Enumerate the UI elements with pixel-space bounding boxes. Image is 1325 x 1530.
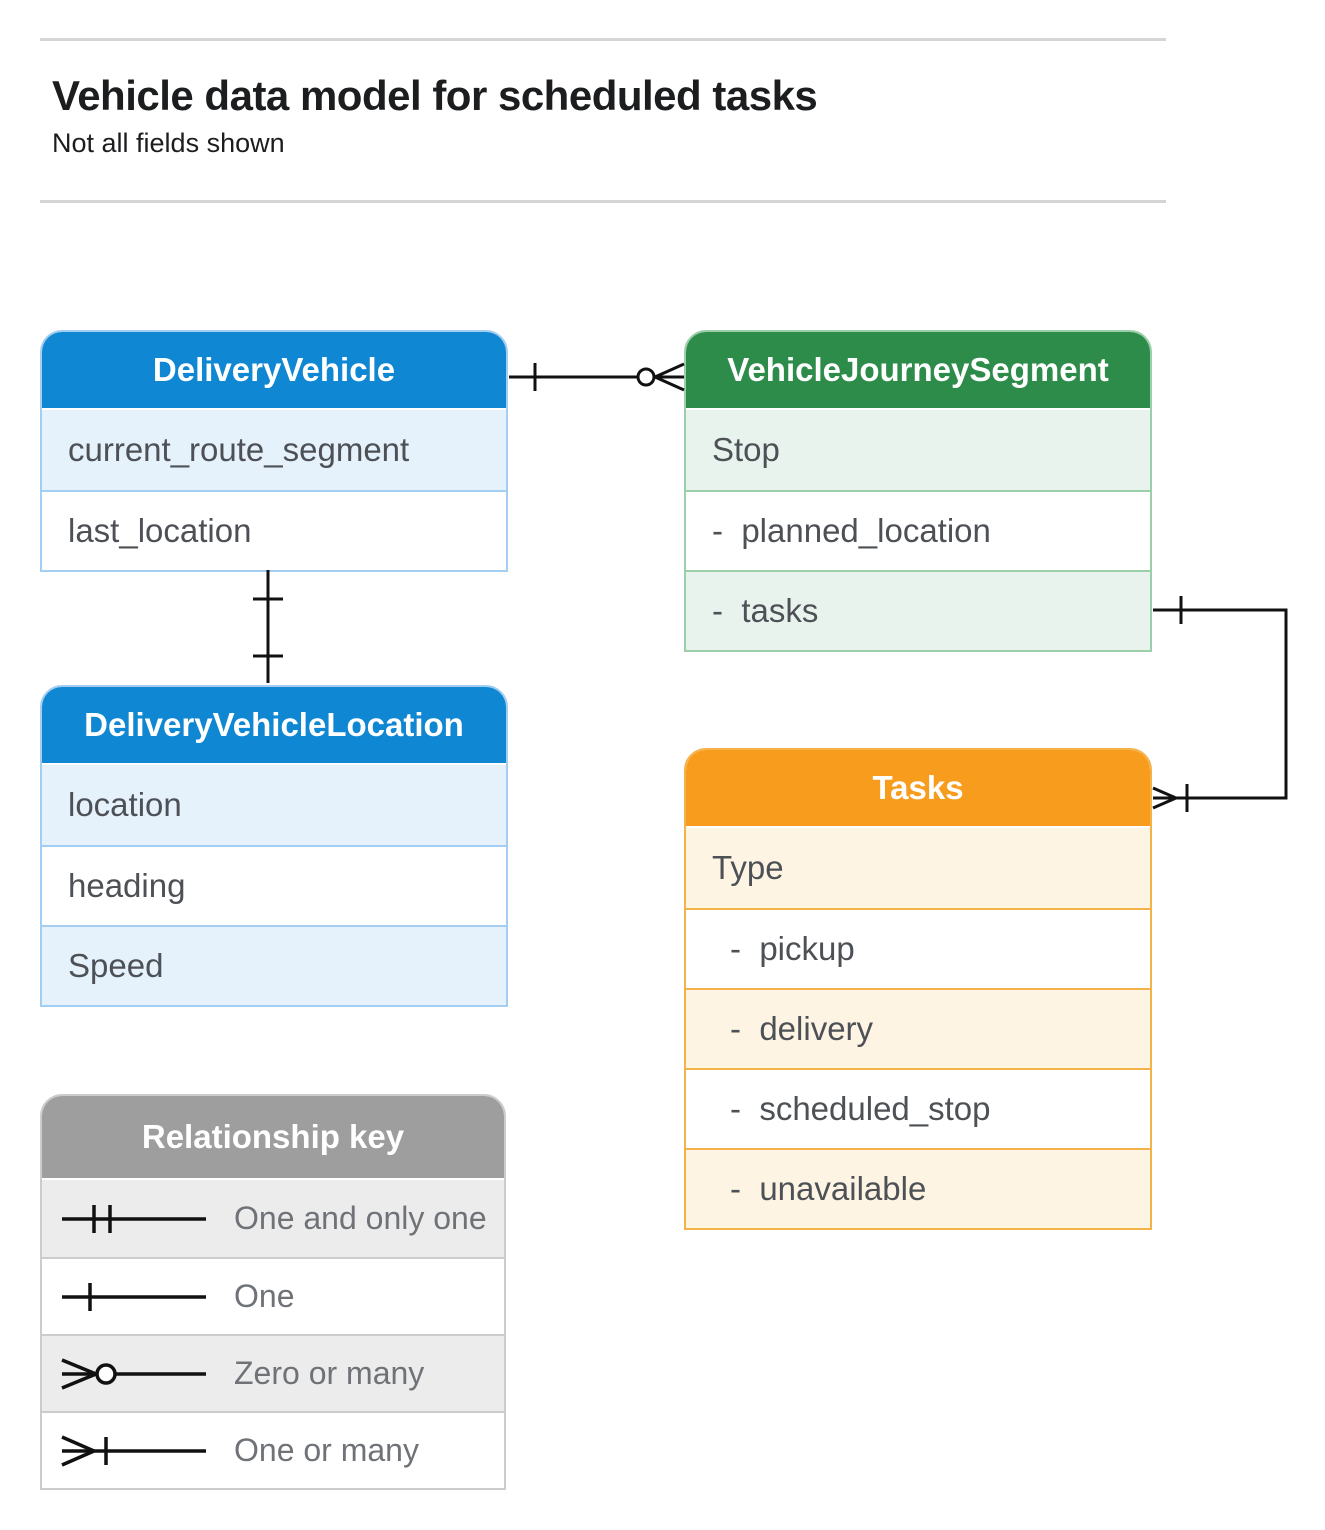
one-and-only-one-icon	[62, 1204, 206, 1233]
many-marker	[654, 362, 685, 392]
entity-tasks: Tasks Type - pickup - delivery - schedul…	[684, 748, 1152, 1230]
field-heading: heading	[42, 845, 506, 925]
field-current-route-segment: current_route_segment	[42, 410, 506, 490]
entity-delivery-vehicle-location: DeliveryVehicleLocation location heading…	[40, 685, 508, 1007]
relationship-key-title: Relationship key	[42, 1096, 504, 1180]
field-scheduled-stop: - scheduled_stop	[686, 1068, 1150, 1148]
key-label: One and only one	[234, 1200, 487, 1236]
entity-vehicle-journey-segment-title: VehicleJourneySegment	[686, 332, 1150, 410]
entity-vehicle-journey-segment: VehicleJourneySegment Stop - planned_loc…	[684, 330, 1152, 652]
field-delivery: - delivery	[686, 988, 1150, 1068]
page-subtitle: Not all fields shown	[52, 128, 285, 158]
field-pickup: - pickup	[686, 908, 1150, 988]
key-row-one-or-many: One or many	[42, 1411, 504, 1488]
connector-deliveryvehicle-deliveryvehiclelocation	[253, 570, 283, 683]
field-speed: Speed	[42, 925, 506, 1005]
key-label: One	[234, 1278, 295, 1314]
one-or-many-icon	[61, 1434, 206, 1467]
relationship-key: Relationship key One and only one One	[40, 1094, 506, 1490]
key-label: One or many	[234, 1432, 419, 1468]
many-marker	[1152, 786, 1177, 810]
header-divider	[40, 200, 1166, 203]
field-planned-location: - planned_location	[686, 490, 1150, 570]
one-icon	[62, 1282, 206, 1311]
zero-marker	[636, 367, 656, 387]
key-row-one: One	[42, 1257, 504, 1334]
zero-or-many-icon	[61, 1357, 206, 1390]
connector-vehiclejourneysegment-tasks	[1152, 596, 1288, 812]
field-last-location: last_location	[42, 490, 506, 570]
entity-delivery-vehicle-location-title: DeliveryVehicleLocation	[42, 687, 506, 765]
field-type: Type	[686, 828, 1150, 908]
entity-delivery-vehicle: DeliveryVehicle current_route_segment la…	[40, 330, 508, 572]
entity-delivery-vehicle-title: DeliveryVehicle	[42, 332, 506, 410]
key-label: Zero or many	[234, 1355, 425, 1391]
page-title: Vehicle data model for scheduled tasks	[52, 72, 818, 119]
top-divider	[40, 38, 1166, 41]
key-row-zero-or-many: Zero or many	[42, 1334, 504, 1411]
key-row-one-and-only-one: One and only one	[42, 1180, 504, 1257]
entity-tasks-title: Tasks	[686, 750, 1150, 828]
connector-deliveryvehicle-vehiclejourneysegment	[509, 362, 685, 392]
field-location: location	[42, 765, 506, 845]
field-stop: Stop	[686, 410, 1150, 490]
field-unavailable: - unavailable	[686, 1148, 1150, 1228]
field-tasks: - tasks	[686, 570, 1150, 650]
